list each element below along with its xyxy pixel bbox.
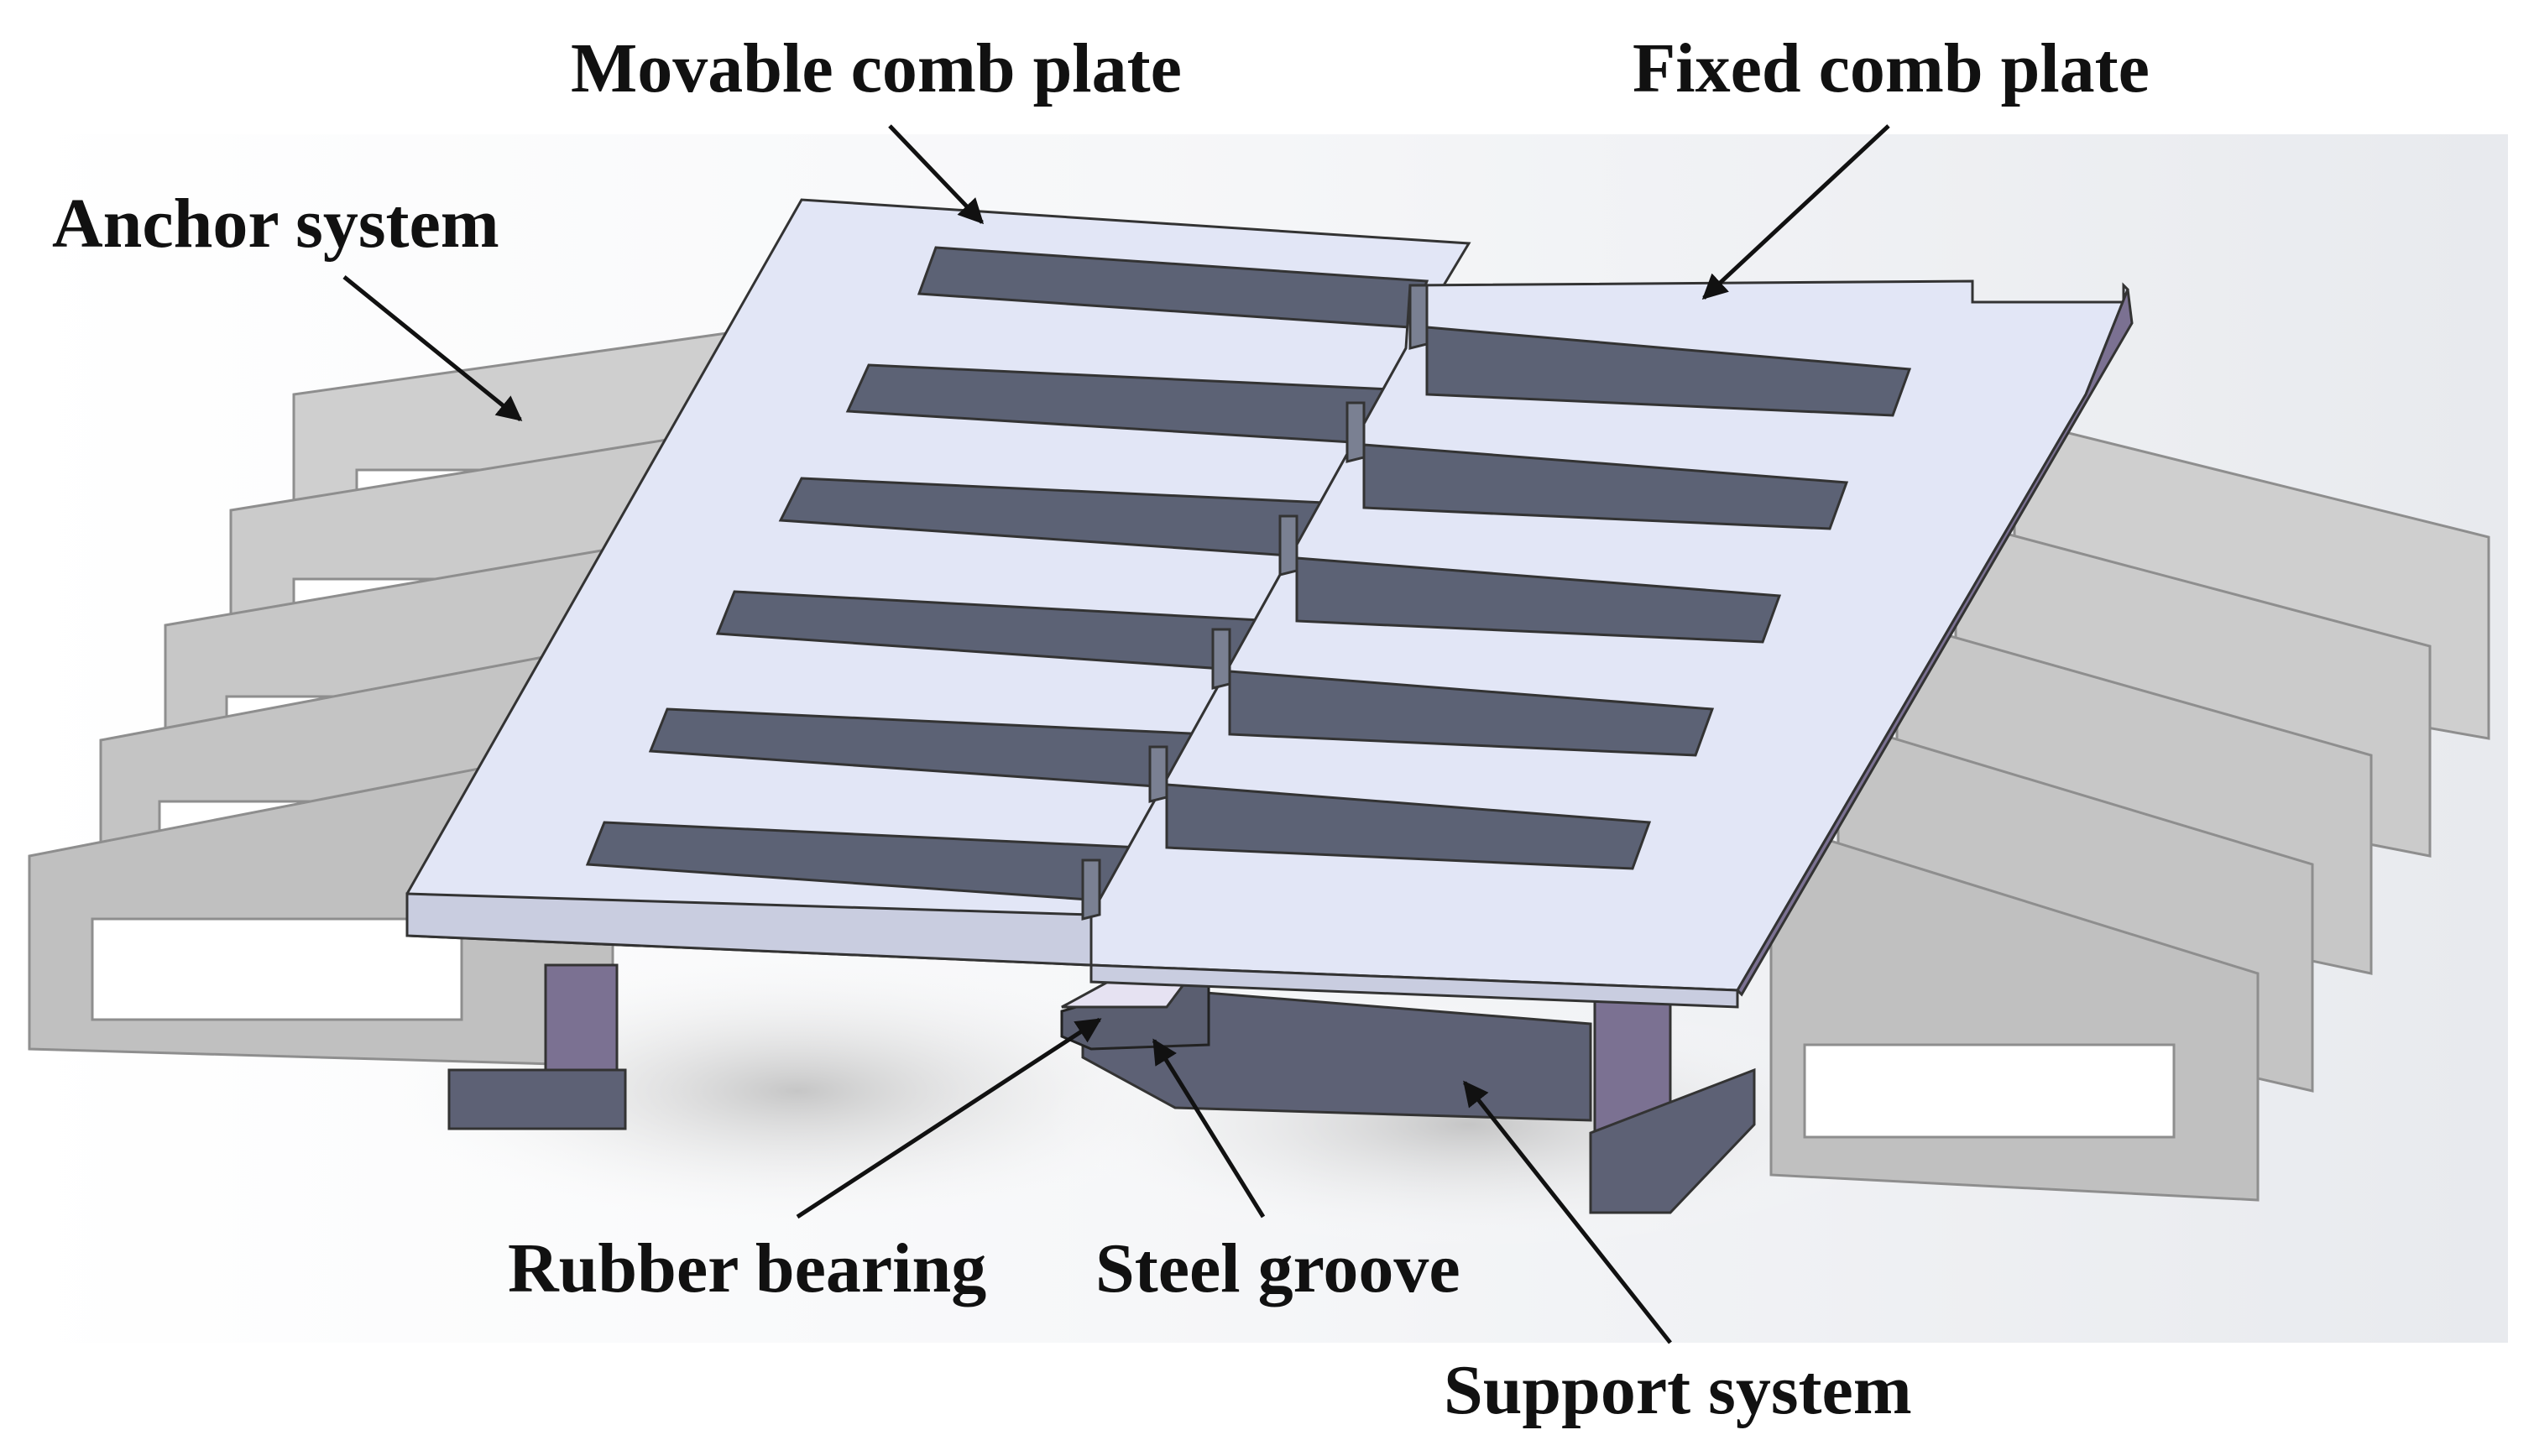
fixed-tooth-face-1 xyxy=(1408,284,1429,350)
label-steel-groove: Steel groove xyxy=(1095,1229,1460,1307)
arrow-support-system xyxy=(1463,1080,1672,1344)
fixed-slot-3 xyxy=(1295,556,1782,644)
fixed-plate-slots xyxy=(1165,326,1912,870)
fixed-slot-5 xyxy=(1165,783,1652,870)
arrow-movable-comb-plate xyxy=(888,124,985,225)
arrow-rubber-bearing xyxy=(796,1017,1102,1219)
label-rubber-bearing: Rubber bearing xyxy=(508,1229,987,1307)
fixed-tooth-face-2 xyxy=(1345,401,1366,463)
anchor-slot-right-5 xyxy=(1803,1043,2176,1139)
arrow-steel-groove xyxy=(1152,1038,1266,1219)
fixed-slot-2 xyxy=(1362,443,1849,530)
fixed-plate-side-edge xyxy=(1736,289,2134,997)
label-support-system: Support system xyxy=(1444,1351,1912,1429)
label-anchor-system: Anchor system xyxy=(52,185,499,263)
anchor-system-left xyxy=(28,330,740,1067)
fixed-tooth-face-4 xyxy=(1211,628,1231,690)
fixed-slot-4 xyxy=(1228,670,1715,757)
fixed-comb-plate xyxy=(1081,279,2134,1009)
arrow-anchor-system xyxy=(342,275,523,421)
arrow-fixed-comb-plate xyxy=(1701,124,1890,300)
movable-plate-slots xyxy=(585,246,1429,904)
movable-comb-plate xyxy=(405,198,1471,967)
fixed-tooth-face-3 xyxy=(1278,514,1298,577)
anchor-system-right xyxy=(1769,418,2490,1202)
leader-arrows xyxy=(342,124,1890,1344)
label-movable-comb-plate: Movable comb plate xyxy=(571,29,1182,107)
fixed-plate-front-edge xyxy=(1089,963,1739,1009)
fixed-tooth-face-6 xyxy=(1081,858,1101,921)
support-foot-right xyxy=(1589,1067,1756,1214)
support-foot-left xyxy=(447,1068,627,1130)
fixed-tooth-face-5 xyxy=(1148,745,1168,803)
fixed-slot-1 xyxy=(1425,326,1912,417)
anchor-slot-left-5 xyxy=(91,917,463,1021)
label-fixed-comb-plate: Fixed comb plate xyxy=(1633,29,2150,107)
